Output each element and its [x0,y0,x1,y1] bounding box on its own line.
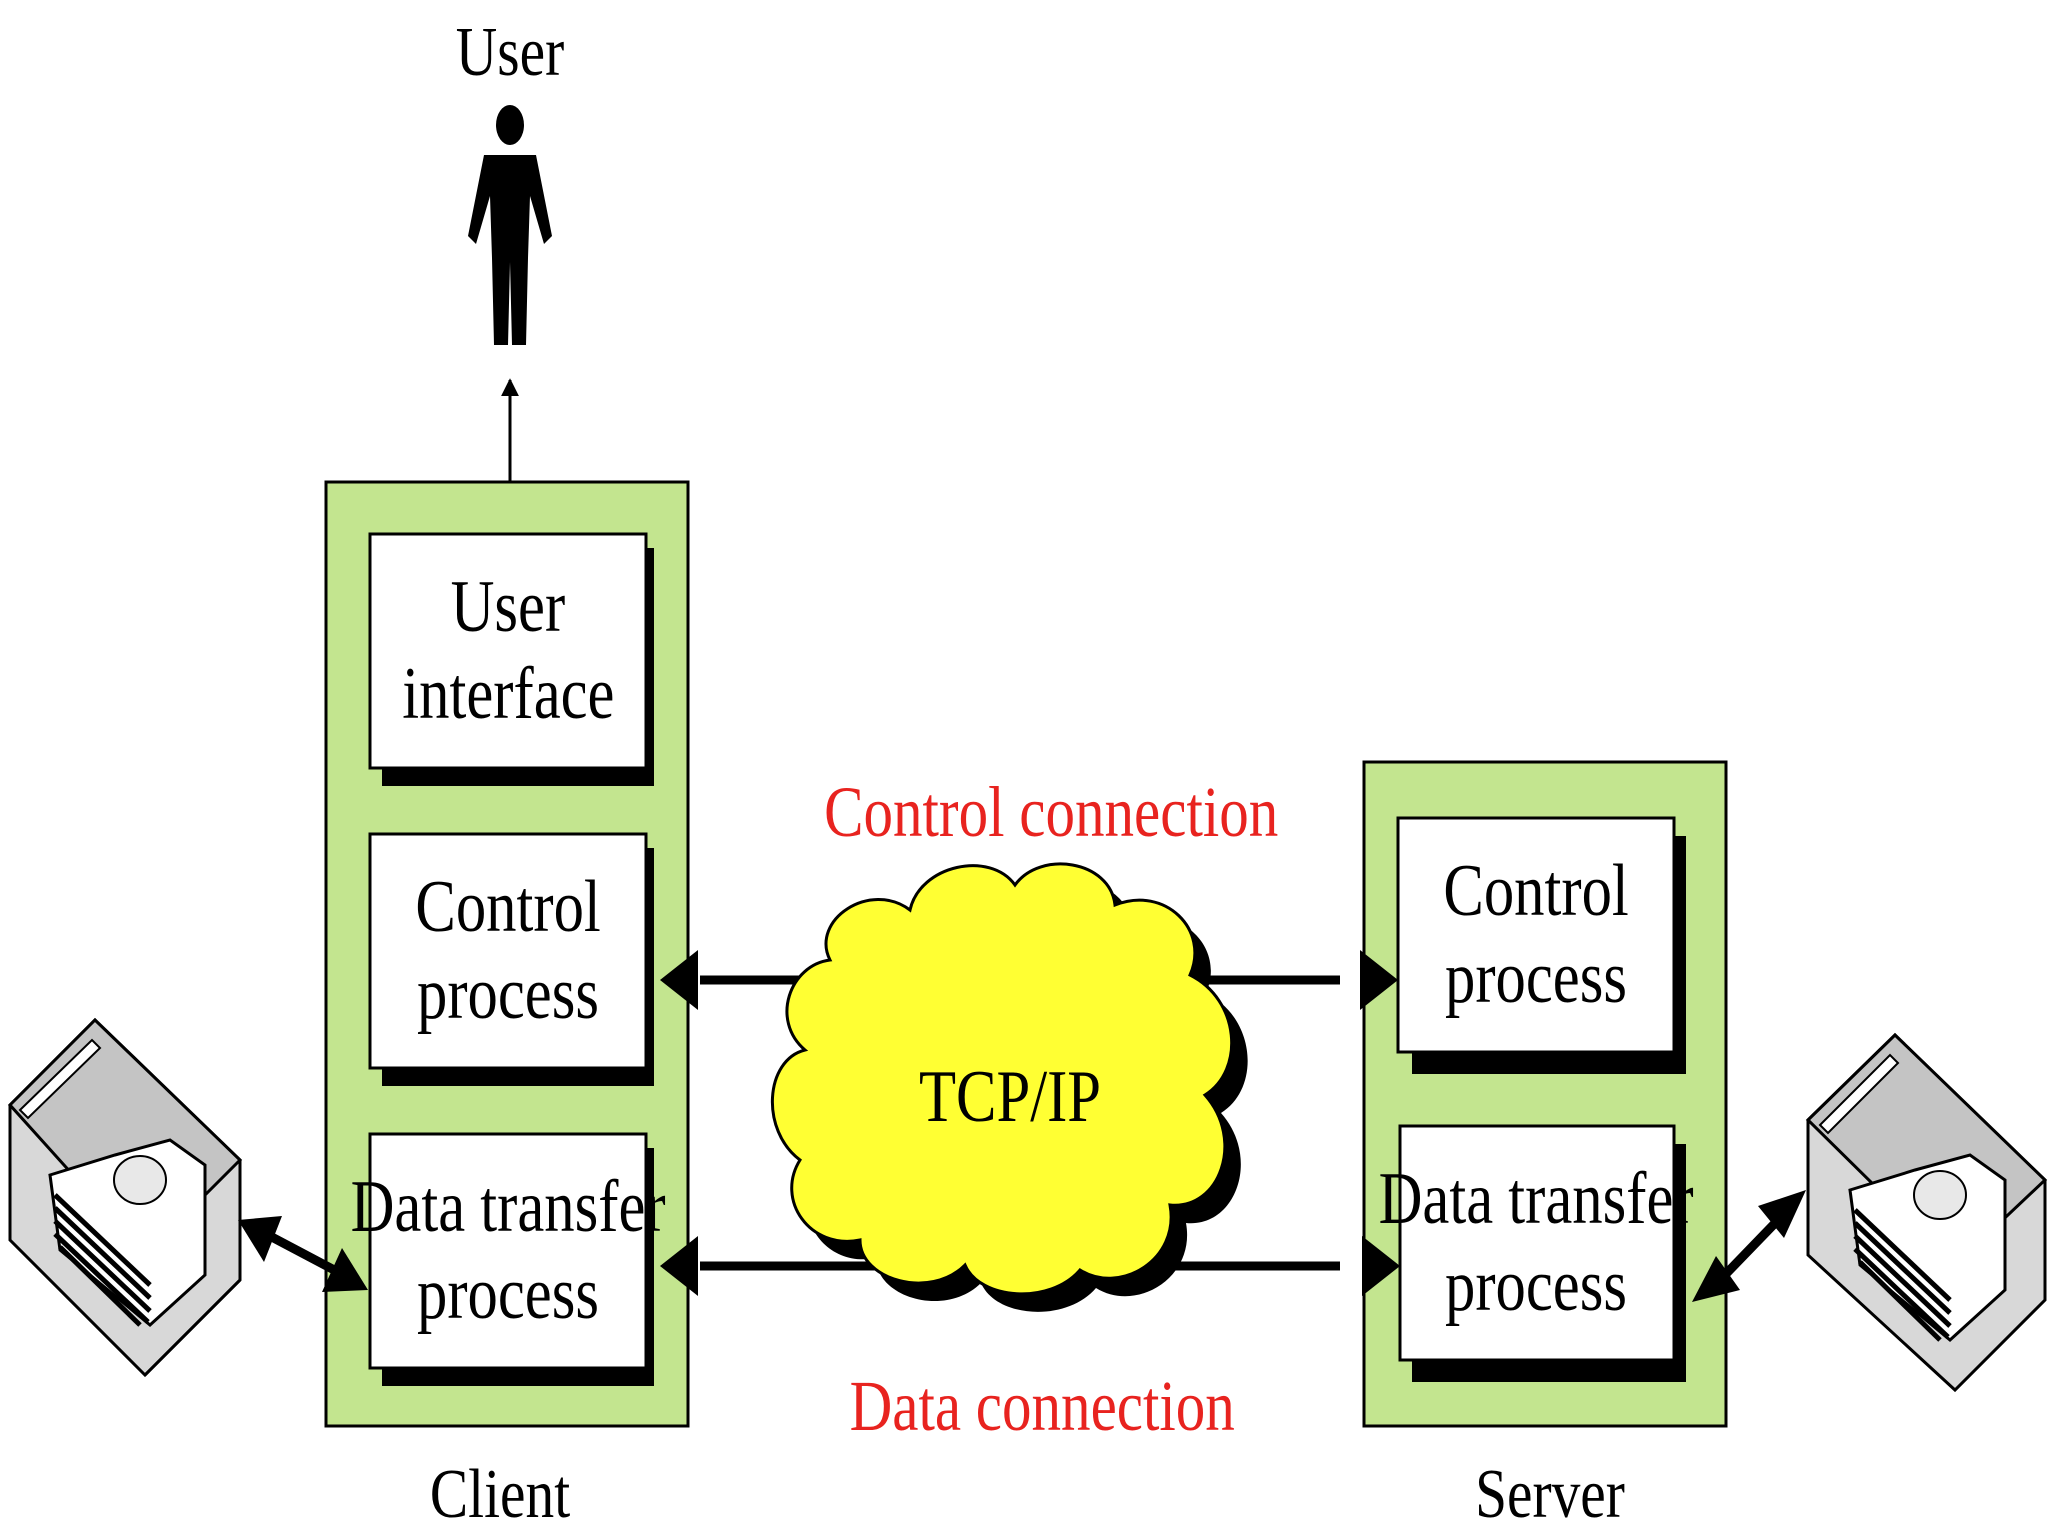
client-control-process-box [368,832,654,1086]
client-disk-arrow [238,1216,368,1292]
server-label: Server [1475,1456,1625,1533]
tcpip-label: TCP/IP [918,1056,1102,1138]
person-icon [468,105,552,345]
user-label: User [455,14,565,91]
server-control-process-text: Control process [1443,849,1629,1019]
server-disk-arrow [1692,1190,1806,1302]
server-control-process-box [1396,816,1686,1074]
client-disk-drive-icon [7,1017,243,1378]
client-user-interface-box [368,532,654,786]
server-disk-drive-icon [1805,1032,2048,1393]
server-data-transfer-box [1398,1124,1686,1382]
client-label: Client [429,1456,571,1533]
client-control-process-text: Control process [415,865,601,1035]
server-data-transfer-text: Data transfer process [1378,1157,1694,1327]
client-data-transfer-text: Data transfer process [350,1165,666,1335]
data-connection-label: Data connection [849,1366,1235,1446]
control-connection-label: Control connection [824,772,1279,852]
client-user-interface-text: User interface [401,565,615,735]
tcpip-cloud [770,862,1248,1312]
client-data-transfer-box [368,1132,654,1386]
